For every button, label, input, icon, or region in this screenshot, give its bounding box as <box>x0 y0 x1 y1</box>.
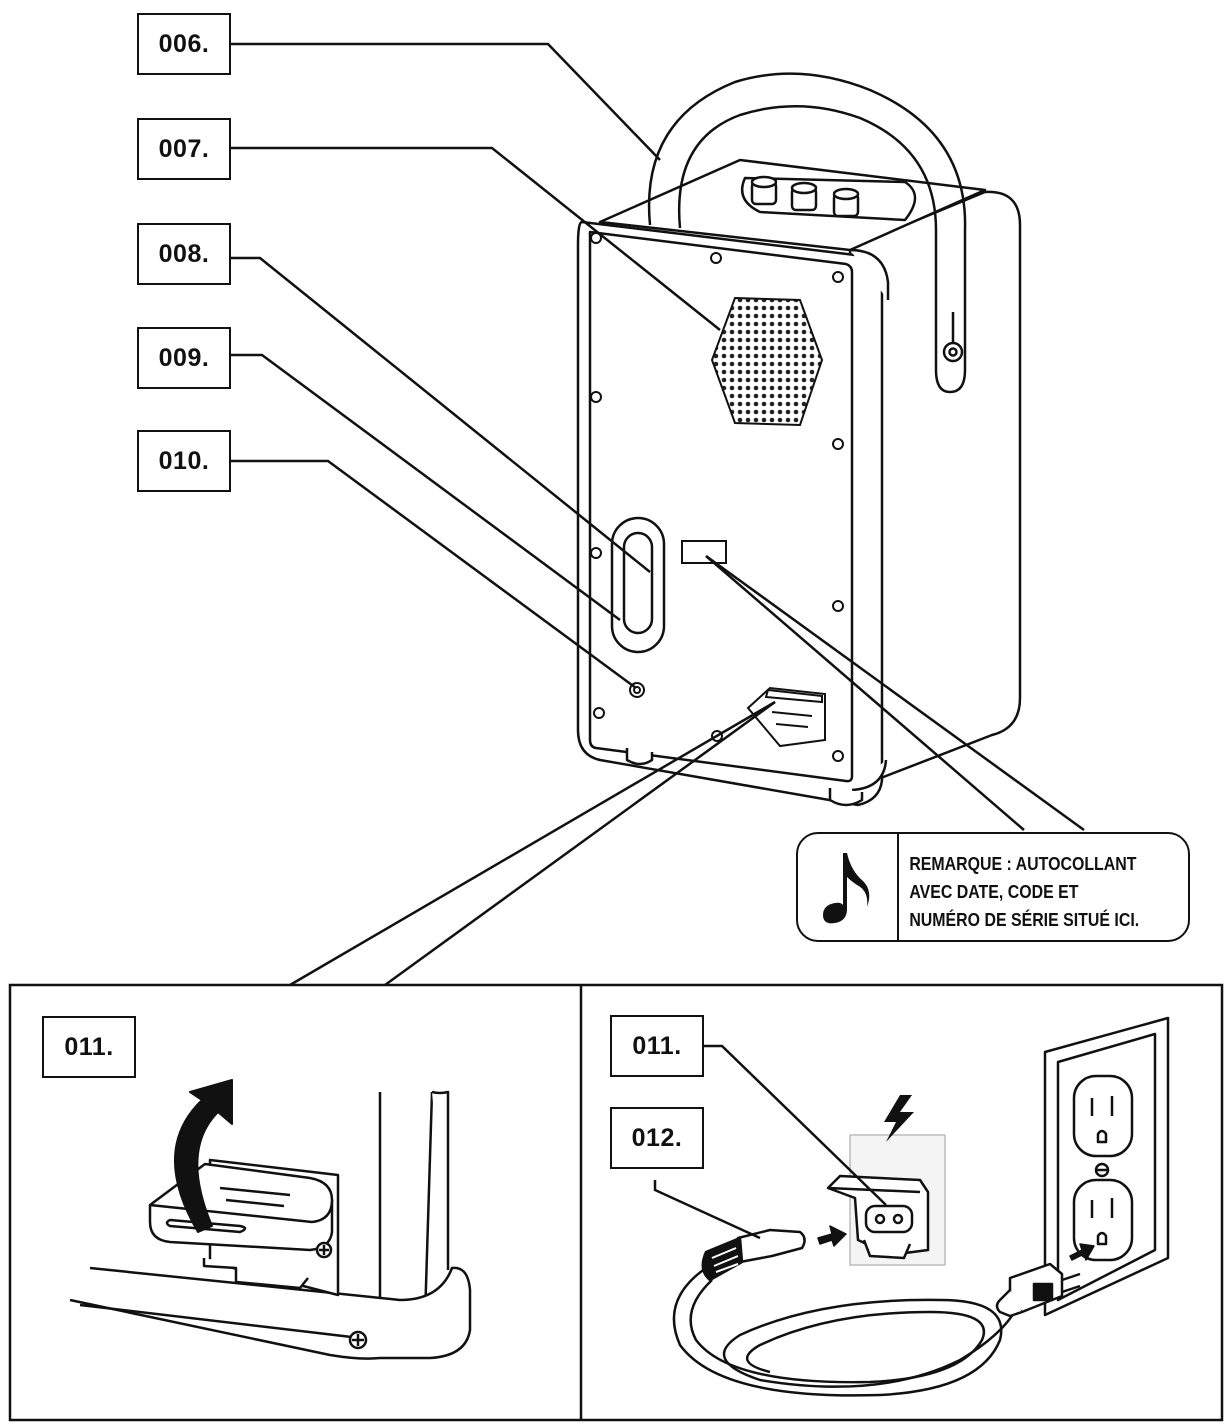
callout-008: 008. <box>137 223 231 285</box>
curved-arrow-icon <box>173 1079 233 1233</box>
lightning-bolt-icon <box>884 1095 914 1142</box>
callout-009: 009. <box>137 327 231 389</box>
push-arrow-icon <box>817 1225 1095 1261</box>
note-line-2: AVEC DATE, CODE ET <box>909 881 1079 902</box>
panel-screws <box>590 232 844 762</box>
callout-010: 010. <box>137 430 231 492</box>
power-detail <box>672 1016 1170 1397</box>
speaker-grille <box>710 296 824 427</box>
note-line-1: REMARQUE : AUTOCOLLANT <box>909 853 1137 874</box>
flap-detail <box>69 1090 472 1360</box>
leader-lines <box>229 42 1085 987</box>
carry-handle <box>647 72 967 394</box>
note-text: REMARQUE : AUTOCOLLANT AVEC DATE, CODE E… <box>899 834 1148 940</box>
callout-011-right: 011. <box>610 1015 704 1077</box>
callout-007: 007. <box>137 118 231 180</box>
callout-006: 006. <box>137 13 231 75</box>
panel-leader-lines <box>653 1044 887 1240</box>
callout-011-left: 011. <box>42 1016 136 1078</box>
serial-sticker <box>681 540 727 564</box>
bass-port <box>610 516 666 654</box>
music-note-icon <box>798 834 899 940</box>
callout-012: 012. <box>610 1107 704 1169</box>
power-socket-cover <box>746 686 826 748</box>
serial-sticker-note: REMARQUE : AUTOCOLLANT AVEC DATE, CODE E… <box>796 832 1190 942</box>
note-line-3: NUMÉRO DE SÉRIE SITUÉ ICI. <box>909 909 1139 930</box>
detail-panels <box>8 983 1224 1422</box>
